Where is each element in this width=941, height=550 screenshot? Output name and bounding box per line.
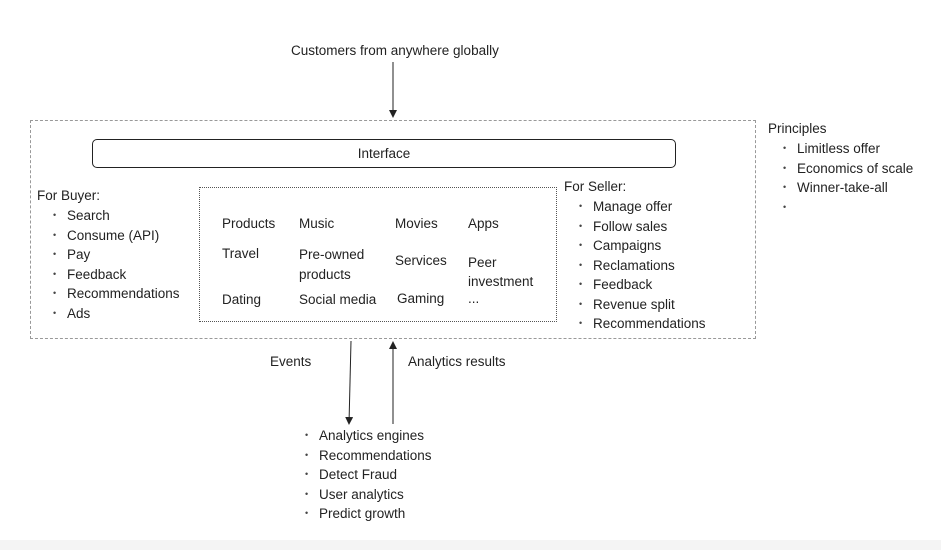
category-peer-line2: investment: [468, 274, 534, 289]
category-movies: Movies: [395, 216, 438, 231]
list-item: Analytics engines: [305, 426, 432, 446]
category-music: Music: [299, 216, 335, 231]
list-item: Campaigns: [579, 236, 706, 256]
category-peer-line1: Peer: [468, 255, 497, 270]
buyer-title: For Buyer:: [37, 188, 101, 203]
analytics-results-label: Analytics results: [408, 354, 506, 369]
platform-boundary: [30, 120, 756, 339]
principles-list: Limitless offer Economics of scale Winne…: [783, 139, 913, 217]
principles-title: Principles: [768, 121, 827, 136]
seller-list: Manage offer Follow sales Campaigns Recl…: [579, 197, 706, 334]
analytics-list: Analytics engines Recommendations Detect…: [305, 426, 432, 524]
interface-label: Interface: [357, 146, 411, 161]
buyer-list: Search Consume (API) Pay Feedback Recomm…: [53, 206, 180, 323]
category-products: Products: [222, 216, 276, 231]
events-label: Events: [270, 354, 312, 369]
list-item: Consume (API): [53, 226, 180, 246]
category-travel: Travel: [222, 246, 260, 261]
categories-box: [199, 187, 557, 322]
list-item: [783, 198, 913, 218]
category-services: Services: [395, 253, 447, 268]
list-item: Winner-take-all: [783, 178, 913, 198]
list-item: Reclamations: [579, 256, 706, 276]
list-item: Detect Fraud: [305, 465, 432, 485]
list-item: Limitless offer: [783, 139, 913, 159]
bottom-strip: [0, 540, 941, 550]
top-label: Customers from anywhere globally: [291, 43, 499, 58]
list-item: Economics of scale: [783, 159, 913, 179]
list-item: User analytics: [305, 485, 432, 505]
list-item: Recommendations: [305, 446, 432, 466]
list-item: Ads: [53, 304, 180, 324]
category-pre-owned-line2: products: [299, 267, 351, 282]
list-item: Recommendations: [53, 284, 180, 304]
list-item: Pay: [53, 245, 180, 265]
category-apps: Apps: [468, 216, 499, 231]
category-ellipsis: ...: [468, 291, 480, 306]
category-gaming: Gaming: [397, 291, 445, 306]
interface-box: Interface: [92, 139, 676, 168]
list-item: Feedback: [579, 275, 706, 295]
list-item: Predict growth: [305, 504, 432, 524]
list-item: Feedback: [53, 265, 180, 285]
category-pre-owned-line1: Pre-owned: [299, 247, 365, 262]
list-item: Revenue split: [579, 295, 706, 315]
list-item: Search: [53, 206, 180, 226]
events-arrow: [345, 340, 354, 425]
list-item: Recommendations: [579, 314, 706, 334]
category-social-media: Social media: [299, 292, 377, 307]
list-item: Manage offer: [579, 197, 706, 217]
seller-title: For Seller:: [564, 179, 627, 194]
list-item: Follow sales: [579, 217, 706, 237]
category-dating: Dating: [222, 292, 262, 307]
